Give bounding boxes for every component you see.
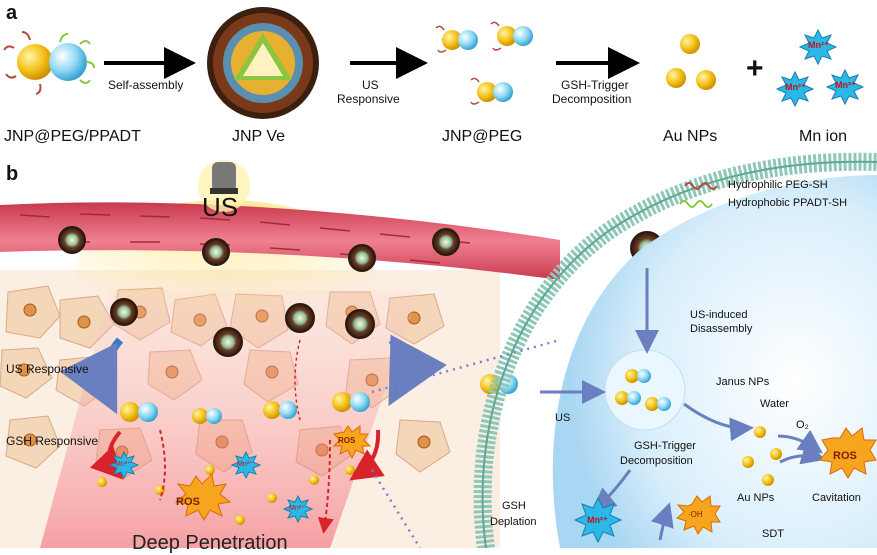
legend-ppadt-swatch <box>679 200 713 208</box>
us-label: US <box>202 192 239 222</box>
label-cavitation: Cavitation <box>812 492 861 504</box>
item-label-mn-ion: Mn ion <box>799 128 848 145</box>
label-disassembly: Disassembly <box>690 323 753 335</box>
label-au-nps-cell: Au NPs <box>737 492 775 504</box>
arrow-label-decomposition: Decomposition <box>552 92 632 106</box>
mn-label-tissue-3: Mn²⁺ <box>289 505 305 512</box>
plus-sign: + <box>746 52 764 85</box>
item-label-jnp-peg: JNP@PEG <box>442 128 523 145</box>
oh-label: ·OH <box>688 510 703 519</box>
mn-label-tissue-1: Mn²⁺ <box>115 461 131 468</box>
label-us-cell: US <box>555 412 571 424</box>
arrow-label-us: US <box>362 78 379 92</box>
label-gsh-responsive: GSH Responsive <box>6 434 99 448</box>
jnp-vesicle-graphic <box>207 7 319 119</box>
jnp-peg-graphic <box>435 21 533 105</box>
mn-stars-tissue <box>108 450 314 524</box>
oh-burst <box>676 495 721 535</box>
cell-interior <box>552 175 877 548</box>
ros-label-tissue-1: ROS <box>176 496 200 508</box>
us-transducer-graphic <box>198 160 250 212</box>
mn-star-label-1: Mn²⁺ <box>808 40 829 50</box>
jnp-peg-ppadt-graphic <box>3 31 95 95</box>
label-janus-nps: Janus NPs <box>716 376 770 388</box>
label-water: Water <box>760 398 789 410</box>
legend-peg-label: Hydrophilic PEG-SH <box>728 179 828 191</box>
mn-label-cell: Mn²⁺ <box>587 515 608 525</box>
mn-ion-graphic <box>775 28 865 108</box>
mn-star-cell <box>573 496 623 544</box>
au-nps-graphic <box>666 34 716 90</box>
item-label-jnp-peg-ppadt: JNP@PEG/PPADT <box>4 128 141 145</box>
label-gsh: GSH <box>502 500 526 512</box>
mn-star-label-2: Mn²⁺ <box>785 82 806 92</box>
label-o2: O₂ <box>796 419 809 431</box>
arrow-label-responsive: Responsive <box>337 92 400 106</box>
label-deep-penetration: Deep Penetration <box>132 532 288 554</box>
label-us-responsive: US Responsive <box>6 362 89 376</box>
mn-star-label-3: Mn²⁺ <box>835 80 856 90</box>
label-sdt: SDT <box>762 528 784 540</box>
arrow-label-gsh-trigger: GSH-Trigger <box>561 78 629 92</box>
label-decomposition-cell: Decomposition <box>620 455 693 467</box>
ros-label-tissue-2: ROS <box>338 436 356 445</box>
item-label-au-nps: Au NPs <box>663 128 718 145</box>
panel-a-label: a <box>6 2 18 24</box>
arrow-label-self-assembly: Self-assembly <box>108 78 184 92</box>
ros-burst-cell <box>819 427 877 479</box>
panel-a-graphics <box>3 7 865 119</box>
ros-label-cell: ROS <box>833 450 857 462</box>
item-label-jnp-ve: JNP Ve <box>232 128 286 145</box>
ros-bursts-tissue <box>174 425 372 521</box>
panel-b-graphics <box>0 152 877 548</box>
label-us-induced: US-induced <box>690 309 748 321</box>
label-deplation: Deplation <box>490 516 537 528</box>
legend-ppadt-label: Hydrophobic PPADT-SH <box>728 197 848 209</box>
legend-peg-swatch <box>684 182 718 190</box>
label-gsh-trigger: GSH-Trigger <box>634 440 696 452</box>
mn-label-tissue-2: Mn²⁺ <box>237 461 253 468</box>
panel-b-label: b <box>6 163 19 185</box>
